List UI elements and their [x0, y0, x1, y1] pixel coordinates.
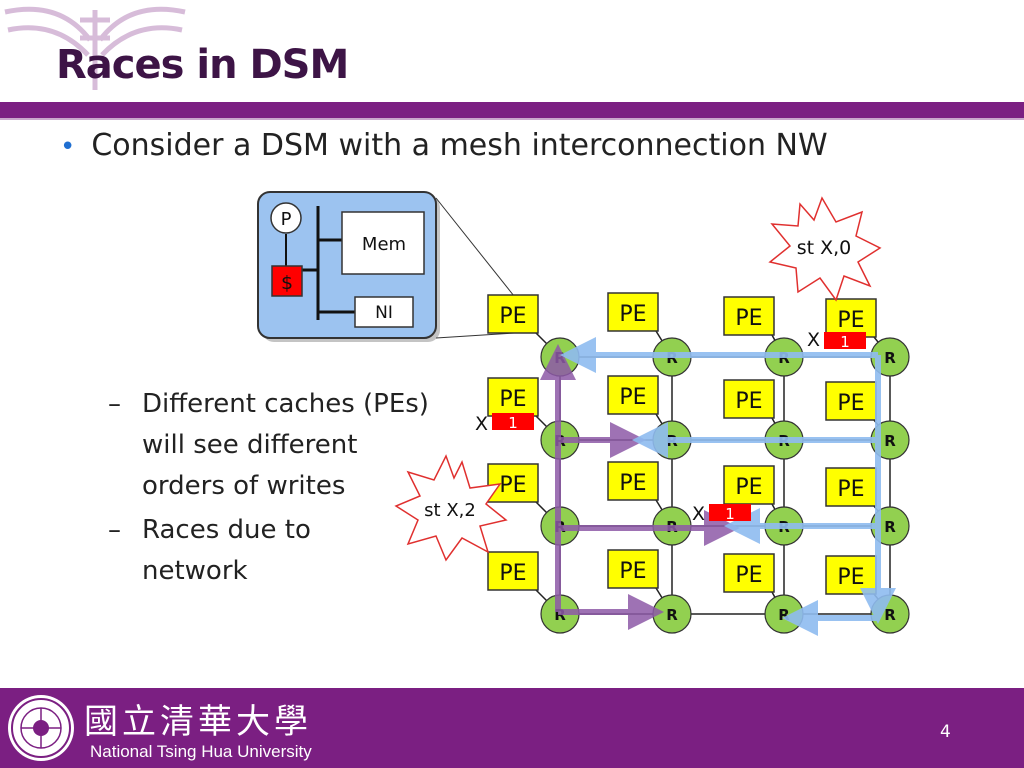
title-divider-line — [0, 118, 1024, 120]
pe-label: PE — [499, 473, 526, 498]
cached-value-box — [709, 504, 751, 521]
footer-bar — [0, 688, 1024, 768]
pe-box — [607, 292, 659, 332]
sub-bullet-1: – Different caches (PEs) will see differ… — [108, 384, 429, 507]
pe-label: PE — [619, 385, 646, 410]
store-label-x2: st X,2 — [424, 500, 476, 521]
pe-label: PE — [837, 308, 864, 333]
ni-box — [354, 296, 414, 328]
pe-box — [723, 553, 775, 593]
sub-bullet-1-line-1: Different caches (PEs) — [142, 389, 429, 419]
sub-bullet-2: – Races due to network — [108, 510, 311, 592]
pe-box — [825, 555, 877, 595]
pe-label: PE — [837, 391, 864, 416]
page-number: 4 — [940, 722, 951, 742]
pe-label: PE — [619, 471, 646, 496]
pe-box — [487, 551, 539, 591]
main-bullet: • Consider a DSM with a mesh interconnect… — [60, 128, 828, 163]
sub-bullet-1-line-2: will see different — [142, 430, 358, 460]
purple-path — [540, 344, 740, 630]
bullet-dot-icon: • — [60, 132, 76, 162]
ni-label: NI — [375, 303, 393, 323]
cached-value: 1 — [725, 505, 735, 523]
dash-icon: – — [108, 389, 121, 419]
pe-label: PE — [735, 563, 762, 588]
cached-value: 1 — [840, 333, 850, 351]
router-label: R — [884, 518, 896, 536]
memory-box — [341, 211, 425, 275]
zoom-line-bottom — [435, 332, 515, 339]
processor-label: P — [281, 209, 292, 230]
router-label: R — [778, 606, 790, 624]
var-label: X — [807, 329, 820, 351]
pe-box — [723, 296, 775, 336]
router-label: R — [884, 432, 896, 450]
pe-label: PE — [619, 559, 646, 584]
cached-value: 1 — [508, 414, 518, 432]
memory-label: Mem — [362, 234, 406, 255]
pe-label: PE — [837, 477, 864, 502]
cached-value-box — [824, 332, 866, 349]
cache-box — [271, 265, 303, 297]
store-label-x0: st X,0 — [797, 237, 852, 259]
router-label: R — [666, 606, 678, 624]
sub-bullet-2-line-2: network — [142, 556, 248, 586]
main-bullet-text: Consider a DSM with a mesh interconnecti… — [91, 128, 828, 163]
university-name-cn: 國立清華大學 — [84, 702, 312, 742]
pe-label: PE — [735, 475, 762, 500]
zoom-line-top — [435, 197, 515, 297]
store-burst-x0: st X,0 — [768, 196, 882, 302]
cached-x-row2: X 1 — [475, 413, 534, 435]
sub-bullet-1-line-3: orders of writes — [142, 471, 346, 501]
dash-icon: – — [108, 515, 121, 545]
university-name-en: National Tsing Hua University — [90, 742, 312, 761]
cached-x-top-right: X 1 — [807, 329, 866, 351]
router-label: R — [884, 606, 896, 624]
pe-box — [825, 467, 877, 507]
pe-box — [825, 298, 877, 338]
blue-path — [560, 337, 896, 636]
processor-circle — [270, 202, 302, 234]
cached-value-box — [492, 413, 534, 430]
sub-bullet-2-line-1: Races due to — [142, 515, 311, 545]
pe-label: PE — [499, 561, 526, 586]
pe-box — [607, 375, 659, 415]
router-label: R — [884, 349, 896, 367]
pe-label: PE — [499, 304, 526, 329]
pe-label: PE — [499, 387, 526, 412]
pe-box — [487, 294, 539, 334]
store-burst-x2: st X,2 — [394, 454, 508, 562]
university-seal-icon — [8, 695, 74, 761]
title-divider-bar — [0, 102, 1024, 118]
node-detail: P $ Mem NI — [257, 191, 440, 342]
university-logo-icon — [4, 6, 186, 90]
pe-label: PE — [735, 389, 762, 414]
pe-box — [487, 463, 539, 503]
pe-box — [607, 549, 659, 589]
pe-box — [607, 461, 659, 501]
var-label: X — [475, 413, 488, 435]
pe-label: PE — [619, 302, 646, 327]
cached-x-row3: X 1 — [692, 503, 751, 525]
slide-title: Races in DSM — [56, 42, 349, 88]
var-label: X — [692, 503, 705, 525]
pe-label: PE — [735, 306, 762, 331]
pe-label: PE — [837, 565, 864, 590]
pe-box — [723, 379, 775, 419]
cache-label: $ — [281, 272, 293, 294]
